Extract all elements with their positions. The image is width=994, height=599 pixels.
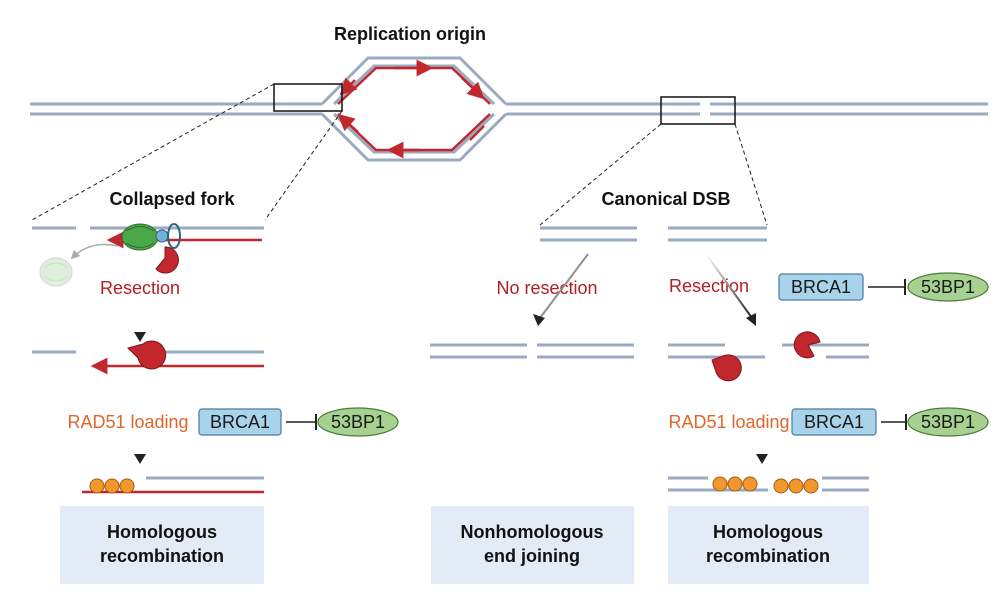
collapsed-fork-zoom-box xyxy=(273,83,343,112)
replication-origin-title: Replication origin xyxy=(334,24,486,44)
replication-bubble xyxy=(30,56,988,162)
53bp1-oval-right xyxy=(907,407,989,437)
helicase-icon xyxy=(121,223,181,251)
outcome-box-nhej xyxy=(431,506,634,584)
collapsed-fork-title: Collapsed fork xyxy=(109,189,235,209)
dsb-zoom-box xyxy=(660,96,736,125)
step-arrowhead-nhej xyxy=(533,314,545,326)
outcome-box-hr-right xyxy=(668,506,869,584)
step-arrow-1-right xyxy=(705,253,753,319)
nhej-dna xyxy=(430,343,634,359)
outcome-hr-left-line1: Homologous xyxy=(107,522,217,542)
dsb-dna-ends xyxy=(540,226,767,242)
exonuclease-icon-2 xyxy=(127,340,167,370)
outcome-hr-right-line1: Homologous xyxy=(713,522,823,542)
brca1-label-top-right: BRCA1 xyxy=(791,277,851,297)
53bp1-label-right: 53BP1 xyxy=(921,412,975,432)
step-arrow-nhej xyxy=(539,253,589,319)
brca1-box-left xyxy=(198,408,282,436)
step-arrowhead-2-right xyxy=(756,454,768,464)
canonical-dsb-title: Canonical DSB xyxy=(601,189,730,209)
rad51-filament-left xyxy=(82,476,264,494)
step-arrowhead-1-left xyxy=(134,332,146,342)
exonuclease-icon xyxy=(155,246,179,274)
step-arrowhead-2-left xyxy=(134,454,146,464)
53bp1-label-top-right: 53BP1 xyxy=(921,277,975,297)
resection-label-right: Resection xyxy=(669,276,749,296)
brca1-box-top-right xyxy=(778,273,864,301)
brca1-label-right: BRCA1 xyxy=(804,412,864,432)
helicase-release-arrow xyxy=(70,243,119,260)
resected-dsb-dna xyxy=(668,343,869,359)
brca1-box-right xyxy=(791,408,877,436)
53bp1-label-left: 53BP1 xyxy=(331,412,385,432)
released-helicase-icon xyxy=(39,257,73,287)
exonuclease-icon-right-1 xyxy=(711,354,742,382)
step-arrowhead-1-right xyxy=(746,313,756,326)
outcome-nhej-line1: Nonhomologous xyxy=(461,522,604,542)
no-resection-label: No resection xyxy=(496,278,597,298)
outcome-nhej-line2: end joining xyxy=(484,546,580,566)
rad51-label-left: RAD51 loading xyxy=(67,412,188,432)
53bp1-oval-left xyxy=(317,407,399,437)
rad51-filament-right xyxy=(668,476,869,494)
outcome-box-hr-left xyxy=(60,506,264,584)
brca1-label-left: BRCA1 xyxy=(210,412,270,432)
outcome-hr-left-line2: recombination xyxy=(100,546,224,566)
rad51-label-right: RAD51 loading xyxy=(668,412,789,432)
exonuclease-icon-right-2 xyxy=(793,331,821,359)
53bp1-oval-top-right xyxy=(907,272,989,302)
outcome-hr-right-line2: recombination xyxy=(706,546,830,566)
zoom-lines xyxy=(31,83,768,226)
